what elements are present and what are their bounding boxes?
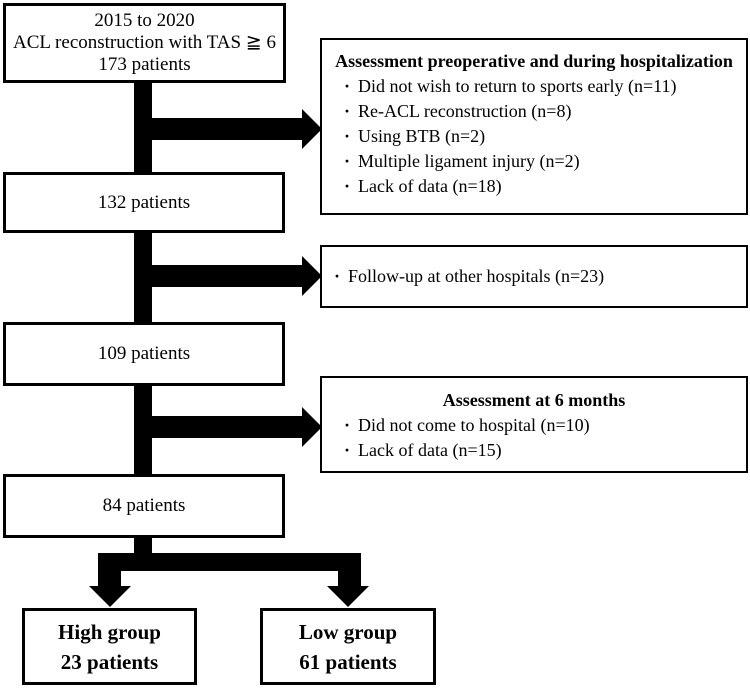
enrollment-box: 2015 to 2020 ACL reconstruction with TAS… — [3, 3, 286, 83]
exclusion-item: · Did not wish to return to sports early… — [332, 74, 736, 99]
bullet-dot: · — [344, 415, 351, 435]
exclusion-title: Assessment at 6 months — [442, 390, 626, 410]
bullet-dot: · — [344, 76, 351, 96]
cohort-box-132: 132 patients — [3, 172, 285, 233]
cohort-box-84: 84 patients — [3, 474, 285, 538]
arrow-head-exclusion-1 — [302, 109, 322, 149]
arrow-stem-exclusion-3 — [143, 416, 303, 438]
group-count: 61 patients — [299, 649, 397, 674]
exclusion-item: · Follow-up at other hospitals (n=23) — [322, 264, 746, 289]
exclusion-item-text: Follow-up at other hospitals (n=23) — [348, 266, 605, 286]
exclusion-box-transfer: · Follow-up at other hospitals (n=23) — [320, 245, 748, 308]
bullet-dot: · — [344, 151, 351, 171]
enrollment-period: 2015 to 2020 — [94, 10, 195, 31]
group-name: Low group — [298, 619, 398, 644]
exclusion-item-text: Did not wish to return to sports early (… — [358, 76, 677, 96]
enrollment-count: 173 patients — [98, 54, 191, 75]
arrow-stem-exclusion-2 — [143, 265, 303, 287]
down-arrow-stem-low-group — [338, 553, 361, 587]
enrollment-criteria: ACL reconstruction with TAS ≧ 6 — [13, 32, 276, 53]
down-arrow-head-high-group — [89, 586, 131, 607]
group-count: 23 patients — [60, 649, 159, 674]
bullet-dot: · — [344, 126, 351, 146]
down-arrow-head-low-group — [327, 586, 369, 607]
branch-vertical-stub — [134, 536, 152, 558]
exclusion-item: · Multiple ligament injury (n=2) — [332, 149, 736, 174]
group-box-low: Low group 61 patients — [260, 608, 436, 685]
exclusion-box-6months: Assessment at 6 months · Did not come to… — [320, 376, 748, 473]
branch-horizontal-bar — [98, 553, 361, 571]
exclusion-item: · Lack of data (n=18) — [332, 174, 736, 199]
exclusion-item-text: Lack of data (n=18) — [358, 176, 502, 196]
bullet-dot: · — [334, 266, 341, 286]
exclusion-box-preop: Assessment preoperative and during hospi… — [320, 38, 748, 215]
arrow-head-exclusion-3 — [302, 407, 322, 447]
exclusion-item: · Re-ACL reconstruction (n=8) — [332, 99, 736, 124]
exclusion-item-text: Did not come to hospital (n=10) — [358, 415, 590, 435]
bullet-dot: · — [344, 176, 351, 196]
exclusion-item: · Using BTB (n=2) — [332, 124, 736, 149]
bullet-dot: · — [344, 440, 351, 460]
exclusion-item-text: Lack of data (n=15) — [358, 440, 502, 460]
group-name: High group — [58, 619, 161, 644]
group-box-high: High group 23 patients — [22, 608, 197, 685]
exclusion-item-text: Multiple ligament injury (n=2) — [358, 151, 580, 171]
exclusion-item-text: Using BTB (n=2) — [358, 126, 486, 146]
exclusion-item: · Did not come to hospital (n=10) — [332, 413, 736, 438]
cohort-count-label: 132 patients — [97, 191, 191, 213]
down-arrow-stem-high-group — [98, 553, 121, 587]
bullet-dot: · — [344, 101, 351, 121]
exclusion-item: · Lack of data (n=15) — [332, 438, 736, 463]
exclusion-title: Assessment preoperative and during hospi… — [335, 51, 733, 71]
cohort-count-label: 84 patients — [102, 495, 186, 516]
arrow-stem-exclusion-1 — [143, 118, 303, 140]
exclusion-item-text: Re-ACL reconstruction (n=8) — [358, 101, 572, 121]
cohort-count-label: 109 patients — [97, 343, 191, 364]
cohort-box-109: 109 patients — [3, 322, 285, 386]
arrow-head-exclusion-2 — [302, 256, 322, 296]
